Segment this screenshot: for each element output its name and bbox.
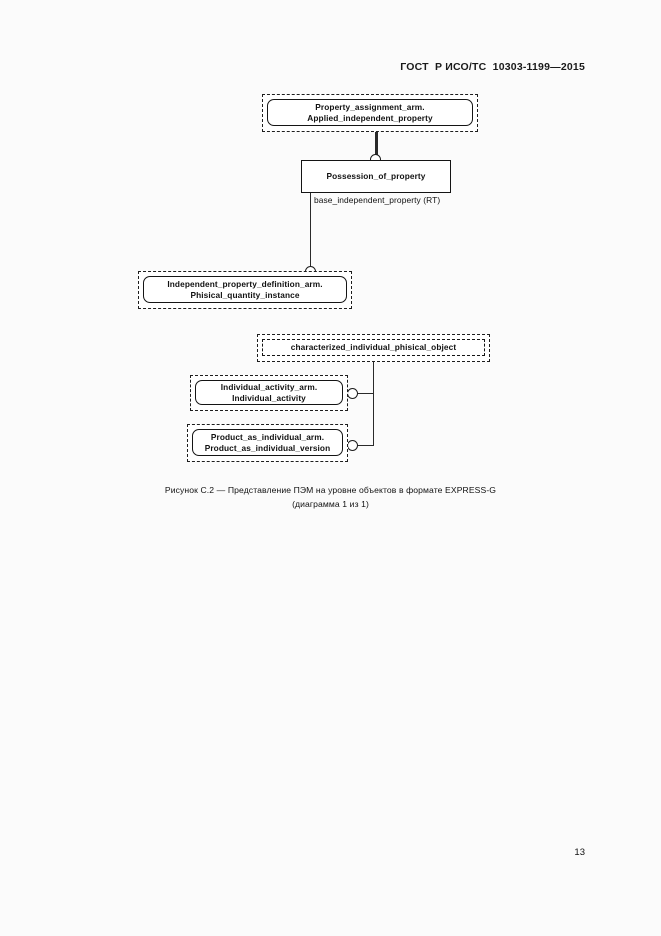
node-property-assignment-arm[interactable]: Property_assignment_arm. Applied_indepen…: [262, 94, 478, 132]
node-individual-activity-arm[interactable]: Individual_activity_arm. Individual_acti…: [190, 375, 348, 411]
entity-box: Individual_activity_arm. Individual_acti…: [195, 380, 343, 405]
connector-branch-to-product-as-individual: [356, 445, 374, 447]
entity-box: Property_assignment_arm. Applied_indepen…: [267, 99, 473, 126]
connector-branch-to-individual-activity: [356, 393, 374, 395]
node-label: Independent_property_definition_arm. Phi…: [167, 278, 323, 300]
figure-caption: Рисунок С.2 — Представление ПЭМ на уровн…: [0, 483, 661, 511]
figure-caption-line-2: (диаграмма 1 из 1): [292, 499, 369, 509]
node-label: Property_assignment_arm. Applied_indepen…: [307, 101, 433, 123]
node-label: characterized_individual_phisical_object: [290, 342, 457, 352]
node-label: Product_as_individual_arm. Product_as_in…: [204, 431, 331, 453]
relationship-label-base-independent-property: base_independent_property (RT): [314, 195, 441, 205]
document-header: ГОСТ Р ИСО/ТС 10303-1199—2015: [400, 61, 585, 73]
entity-box: Independent_property_definition_arm. Phi…: [143, 276, 347, 303]
entity-box: characterized_individual_phisical_object: [262, 339, 485, 356]
node-product-as-individual-arm[interactable]: Product_as_individual_arm. Product_as_in…: [187, 424, 348, 462]
node-characterized-individual-phisical-object[interactable]: characterized_individual_phisical_object: [257, 334, 490, 362]
node-label: Possession_of_property: [326, 171, 426, 181]
connector-circle-3: [347, 388, 358, 399]
entity-box: Possession_of_property: [301, 160, 451, 193]
connector-line-3: [373, 362, 375, 446]
connector-line-1: [375, 132, 378, 157]
node-independent-property-definition-arm[interactable]: Independent_property_definition_arm. Phi…: [138, 271, 352, 309]
entity-box: Product_as_individual_arm. Product_as_in…: [192, 429, 343, 456]
figure-caption-line-1: Рисунок С.2 — Представление ПЭМ на уровн…: [164, 485, 497, 495]
node-label: Individual_activity_arm. Individual_acti…: [220, 381, 318, 403]
page-number: 13: [574, 847, 585, 858]
node-possession-of-property[interactable]: Possession_of_property: [301, 160, 451, 193]
connector-circle-4: [347, 440, 358, 451]
figure-express-g-diagram: Property_assignment_arm. Applied_indepen…: [138, 94, 490, 462]
connector-line-2: [310, 193, 312, 269]
